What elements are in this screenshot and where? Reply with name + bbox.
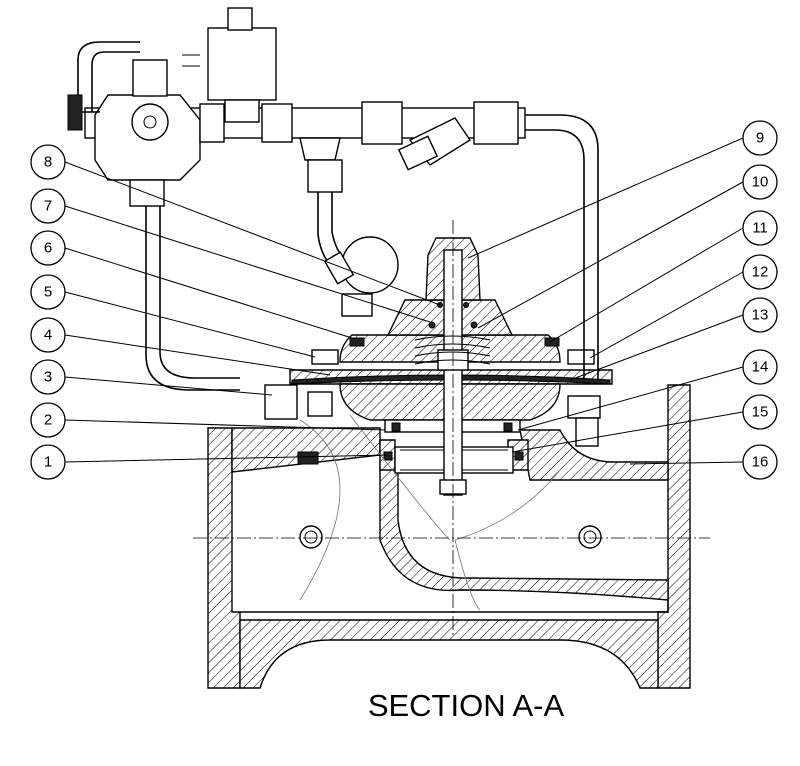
callout-3-label: 3: [44, 369, 52, 386]
callout-16-label: 16: [752, 454, 769, 471]
callout-14: 14: [742, 349, 778, 385]
callout-11-label: 11: [752, 220, 768, 237]
spring: [414, 335, 491, 365]
callout-3: 3: [30, 359, 66, 395]
callout-8: 8: [30, 144, 66, 180]
callout-12: 12: [742, 254, 778, 290]
section-title: SECTION A-A: [368, 688, 565, 723]
callout-9: 9: [742, 120, 778, 156]
body-bolts: [299, 525, 602, 549]
cover-nuts: [311, 349, 595, 365]
callout-15-label: 15: [752, 404, 769, 421]
callout-10-label: 10: [752, 174, 769, 191]
callout-4-label: 4: [44, 327, 52, 344]
seals: [349, 302, 560, 347]
flow-lines: [299, 414, 561, 611]
callout-6-label: 6: [44, 240, 52, 257]
callout-2: 2: [30, 402, 66, 438]
callout-13-label: 13: [752, 307, 769, 324]
callout-7-label: 7: [44, 198, 52, 215]
center-lines: [193, 220, 710, 638]
callout-15: 15: [742, 394, 778, 430]
callout-1-label: 1: [44, 454, 52, 471]
callout-11: 11: [742, 210, 778, 246]
callout-13: 13: [742, 297, 778, 333]
callout-14-label: 14: [752, 359, 769, 376]
callout-9-label: 9: [756, 130, 764, 147]
callout-1: 1: [30, 444, 66, 480]
callout-8-label: 8: [44, 154, 52, 171]
callout-5-label: 5: [44, 284, 52, 301]
pilot-circuit: [67, 7, 601, 465]
callout-2-label: 2: [44, 412, 52, 429]
callout-7: 7: [30, 188, 66, 224]
callout-16: 16: [742, 444, 778, 480]
callout-10: 10: [742, 164, 778, 200]
callout-12-label: 12: [752, 264, 769, 281]
callout-6: 6: [30, 230, 66, 266]
callout-4: 4: [30, 317, 66, 353]
leader-lines: [64, 137, 744, 465]
callout-5: 5: [30, 274, 66, 310]
